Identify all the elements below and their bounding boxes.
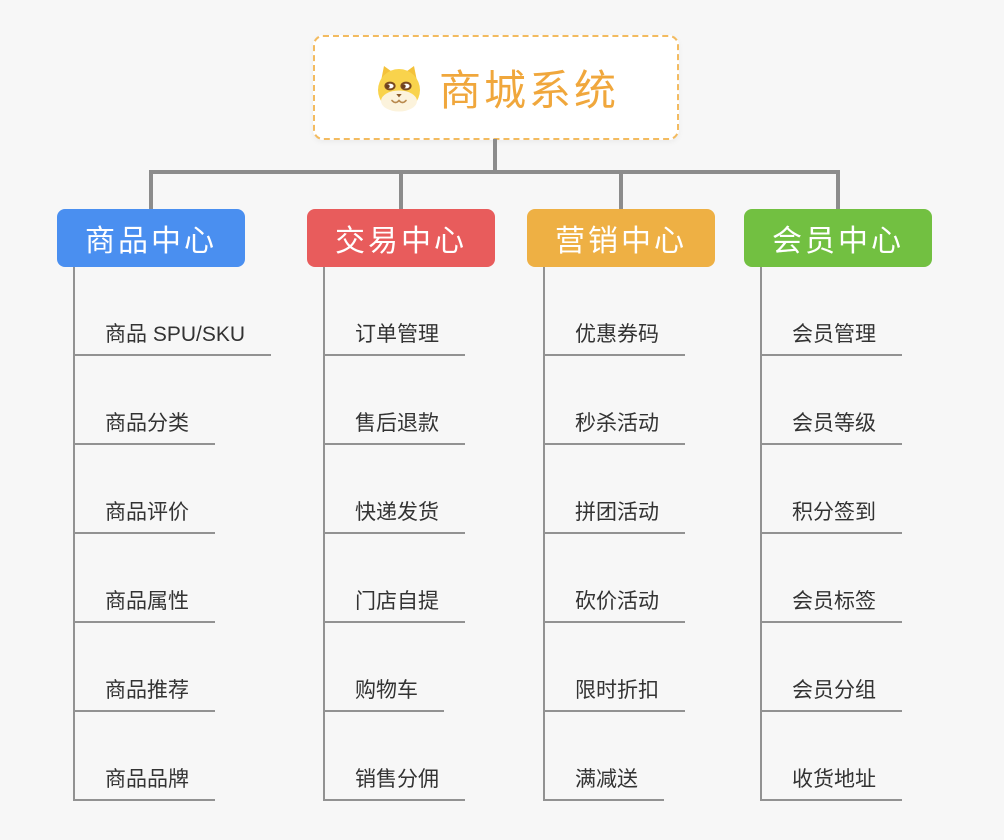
topic-item[interactable]: 购物车: [323, 670, 444, 712]
topic-item[interactable]: 满减送: [543, 759, 664, 801]
branch-spine-line: [543, 267, 545, 801]
topic-item[interactable]: 会员标签: [760, 581, 902, 623]
root-node[interactable]: 商城系统: [313, 35, 679, 140]
connector-line: [493, 139, 497, 174]
branch-label: 营销中心: [555, 225, 687, 258]
topic-item[interactable]: 商品推荐: [73, 670, 215, 712]
branch-label: 商品中心: [85, 225, 217, 258]
topic-item[interactable]: 快递发货: [323, 492, 465, 534]
topic-item[interactable]: 限时折扣: [543, 670, 685, 712]
topic-item[interactable]: 销售分佣: [323, 759, 465, 801]
topic-item[interactable]: 会员分组: [760, 670, 902, 712]
connector-line: [836, 170, 840, 209]
topic-item[interactable]: 商品品牌: [73, 759, 215, 801]
topic-item[interactable]: 会员管理: [760, 314, 902, 356]
topic-item[interactable]: 商品分类: [73, 403, 215, 445]
connector-line: [399, 170, 403, 209]
branch-label: 交易中心: [335, 225, 467, 258]
topic-item[interactable]: 秒杀活动: [543, 403, 685, 445]
topic-item[interactable]: 订单管理: [323, 314, 465, 356]
topic-item[interactable]: 商品属性: [73, 581, 215, 623]
topic-item[interactable]: 积分签到: [760, 492, 902, 534]
topic-item[interactable]: 门店自提: [323, 581, 465, 623]
branch-spine-line: [323, 267, 325, 801]
branch-spine-line: [73, 267, 75, 801]
topic-item[interactable]: 商品 SPU/SKU: [73, 314, 272, 356]
branch-node[interactable]: 会员中心: [744, 209, 932, 267]
branch-label: 会员中心: [772, 225, 904, 258]
topic-item[interactable]: 收货地址: [760, 759, 902, 801]
branch-node[interactable]: 营销中心: [527, 209, 715, 267]
connector-line: [619, 170, 623, 209]
root-title: 商城系统: [438, 67, 619, 114]
branch-node[interactable]: 交易中心: [307, 209, 495, 267]
topic-item[interactable]: 售后退款: [323, 403, 465, 445]
topic-item[interactable]: 砍价活动: [543, 581, 685, 623]
topic-item[interactable]: 商品评价: [73, 492, 215, 534]
topic-item[interactable]: 拼团活动: [543, 492, 685, 534]
branch-spine-line: [760, 267, 762, 801]
dog-face-icon: [373, 64, 425, 112]
branch-node[interactable]: 商品中心: [57, 209, 245, 267]
connector-line: [149, 170, 840, 174]
connector-line: [149, 170, 153, 209]
topic-item[interactable]: 会员等级: [760, 403, 902, 445]
topic-item[interactable]: 优惠券码: [543, 314, 685, 356]
